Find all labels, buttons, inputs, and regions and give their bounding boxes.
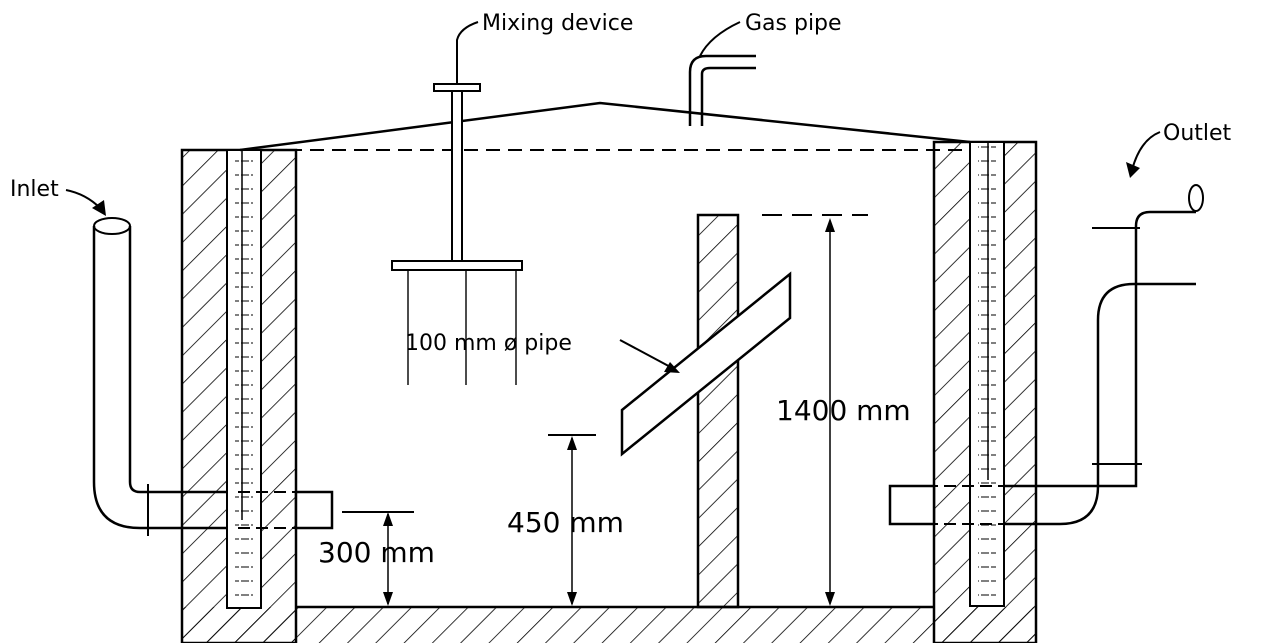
gas-pipe [688,54,756,126]
gas-pipe-label: Gas pipe [745,11,842,36]
dim-1400-line [762,214,868,606]
dim-1400-label: 1400 mm [776,394,911,427]
dim-300-line [342,511,414,606]
inlet-pipe [92,217,334,536]
central-partition-wall [696,213,740,609]
leaders [65,21,1161,373]
dim-300-label: 300 mm [318,536,435,569]
left-gauge-channel [226,149,262,609]
right-gauge-channel [969,141,1005,607]
outlet-pipe [888,184,1204,526]
diagonal-pipe [620,271,792,457]
pipe-100-label: 100 mm ø pipe [405,331,572,356]
bottom-slab [182,605,1036,643]
dim-450-line [548,434,596,606]
mixing-device [391,83,523,385]
mixing-device-label: Mixing device [482,11,633,36]
inlet-label: Inlet [10,177,59,202]
dim-450-label: 450 mm [507,506,624,539]
outlet-label: Outlet [1163,121,1232,146]
floating-cover [239,101,971,152]
